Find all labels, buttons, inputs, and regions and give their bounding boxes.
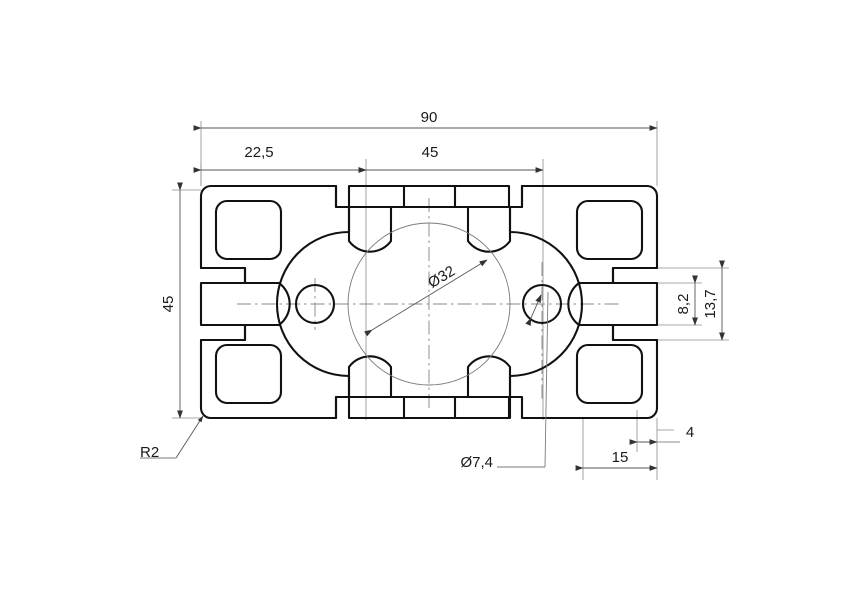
cavity-bottom-center-right	[453, 355, 512, 420]
cavity-bottom-center-left	[334, 355, 406, 420]
r2-leader-line	[175, 415, 204, 459]
d32-dimension-line	[364, 259, 488, 337]
profile-outline	[199, 184, 659, 420]
d74-diameter-arrows	[525, 294, 542, 326]
cavity-central-bore	[275, 205, 584, 399]
label-edge-module: 15	[612, 449, 629, 466]
label-slot-depth-gap: 13,7	[702, 289, 719, 318]
d74-label: Ø7,4	[460, 454, 493, 471]
label-left-offset: 22,5	[244, 144, 273, 161]
bore-right-small	[521, 283, 563, 325]
cavity-top-center	[334, 184, 406, 253]
label-wall-thickness: 4	[686, 424, 694, 441]
bore-left-small	[294, 283, 336, 325]
dimension-labels: 90 22,5 45 45 8,2 13,7 15 4	[160, 109, 719, 466]
profile-outer-boundary	[199, 184, 659, 420]
inscribed-circle-d32	[347, 222, 511, 386]
d74-leader-line	[544, 291, 549, 468]
r2-leader-group: R2	[140, 415, 204, 461]
void-top-right	[575, 199, 644, 261]
void-top-left	[214, 199, 283, 261]
label-overall-width: 90	[421, 109, 438, 126]
cavity-top-center-right	[453, 184, 524, 253]
label-overall-height: 45	[160, 296, 177, 313]
label-center-span: 45	[422, 144, 439, 161]
void-bottom-left	[214, 343, 283, 405]
void-bottom-right	[575, 343, 644, 405]
label-slot-opening: 8,2	[675, 294, 692, 315]
dimension-lines	[177, 125, 725, 471]
d74-leader-group: Ø7,4	[460, 291, 549, 471]
r2-label: R2	[140, 444, 159, 461]
